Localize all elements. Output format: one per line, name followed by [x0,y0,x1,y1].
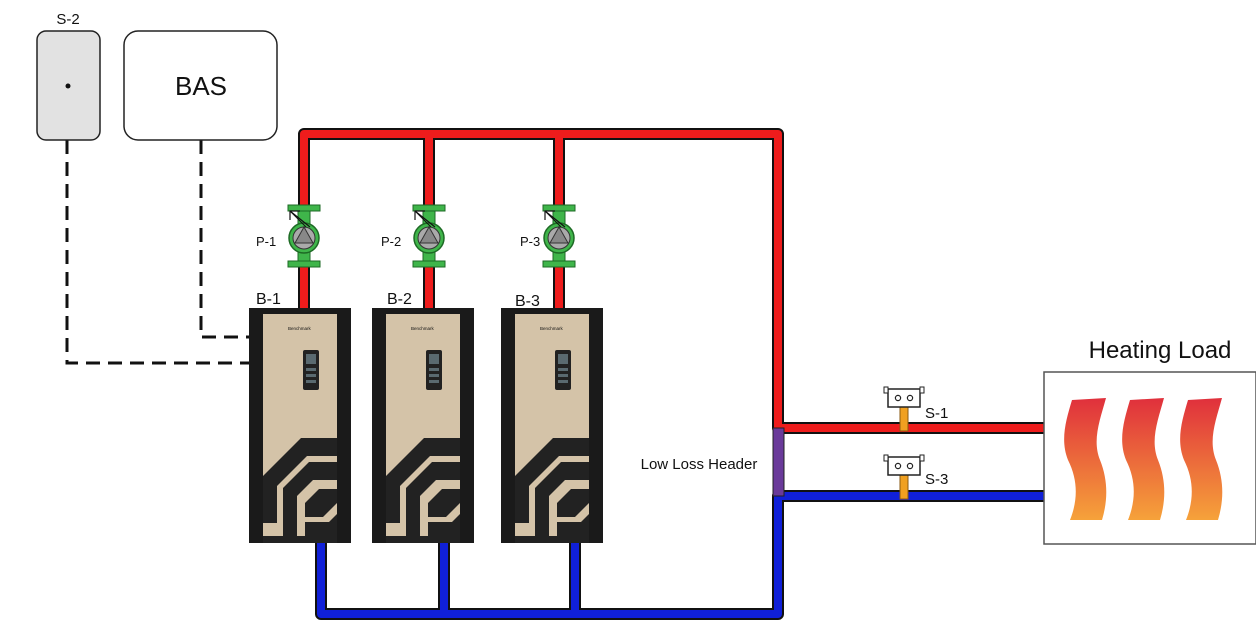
boiler-brand-b2: Benchmark [411,326,435,331]
return-main-pipe [317,492,1044,618]
s2-wire [65,140,250,365]
boiler-b2 [372,308,474,543]
boiler-b3 [501,308,603,543]
s1-label: S-1 [925,405,948,422]
control-wiring [65,140,250,365]
pump-p1 [287,204,321,268]
bas-box: BAS [123,30,278,141]
flame-icon-3 [1180,398,1223,520]
boiler-label-b3: B-3 [515,293,540,310]
s3-label: S-3 [925,471,948,488]
s2-sensor: S-2 [36,11,101,141]
low-loss-header-pipe [772,427,785,497]
pump-p3 [542,204,576,268]
s2-label: S-2 [56,11,79,28]
bas-wire [199,140,250,339]
boiler-label-b2: B-2 [387,291,412,308]
boiler-b1 [249,308,351,543]
pump-label-p1: P-1 [256,234,276,249]
boiler-label-b1: B-1 [256,291,281,308]
boiler-brand-b1: Benchmark [288,326,312,331]
pump-label-p3: P-3 [520,234,540,249]
flame-icon-1 [1064,398,1107,520]
heating-load: Heating Load [1043,337,1256,545]
boiler-brand-b3: Benchmark [540,326,564,331]
heating-load-label: Heating Load [1089,337,1232,364]
low-loss-header-label: Low Loss Header [641,456,758,473]
pump-p2 [412,204,446,268]
pump-label-p2: P-2 [381,234,401,249]
bas-label: BAS [175,71,227,101]
supply-main-pipe [300,130,1044,432]
flame-icon-2 [1122,398,1165,520]
